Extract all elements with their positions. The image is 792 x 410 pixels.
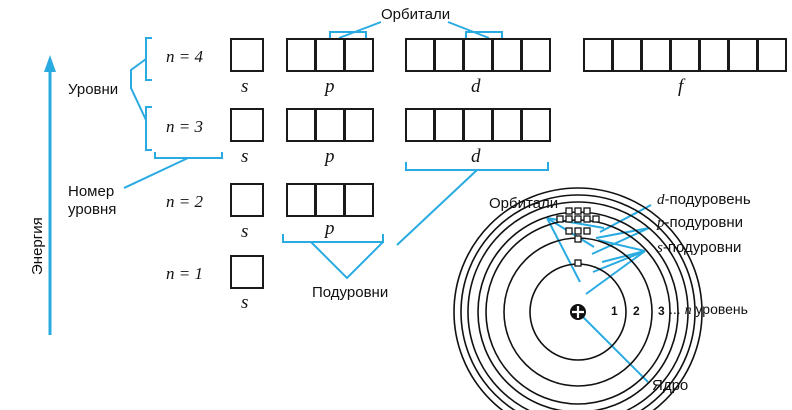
level-label-n4: n = 4 [166,47,203,66]
orbital-box [463,108,493,142]
orbital-box [315,108,345,142]
n-level-label: ... n уровень [669,302,748,318]
orbital-box [463,38,493,72]
sublevel-letter-f: f [678,76,684,97]
sublevel-letter-p: p [325,218,335,239]
p-sublevels-word: -подуровни [664,214,744,231]
shell-nb [460,194,696,410]
d-sublevel-label: d-подуровень [657,192,751,208]
p-sublevels-label: p-подуровни [657,215,743,231]
n-level-word: уровень [695,301,748,317]
sublevel-letter-s: s [241,221,249,242]
orbital-box [344,108,374,142]
orbital-box [286,108,316,142]
level-label-n3: n = 3 [166,117,203,136]
sublevels-bracket-p [282,234,384,280]
s-sublevels-label: s-подуровни [657,240,741,256]
orbital-box [492,108,522,142]
d-sublevel-leader [599,204,652,233]
sublevel-letter-p: p [325,146,335,167]
orbital-box [583,38,613,72]
sublevel-letter-p: p [325,76,335,97]
orbital-box [521,108,551,142]
orbital-box [344,183,374,217]
orbital-box [230,108,264,142]
sublevels-label: Подуровни [312,284,389,301]
shell-nc [453,187,703,410]
d-sublevel-word: -подуровень [664,191,751,208]
level-number-label-line1: Номер [68,183,115,200]
orbital-squares [556,207,600,267]
orbital-box [230,255,264,289]
orbital-box [521,38,551,72]
level-label-n1: n = 1 [166,264,203,283]
nucleus [570,304,586,320]
orbital-box [434,108,464,142]
level-label-n2: n = 2 [166,192,203,211]
orbital-box [728,38,758,72]
sublevel-letter-d: d [471,146,481,167]
orbital-box [670,38,700,72]
energy-axis-label: Энергия [29,217,46,275]
levels-bracket [130,37,152,151]
orbital-box [286,38,316,72]
orbital-box [405,108,435,142]
orbital-box [641,38,671,72]
orbital-box [230,183,264,217]
orbital-box [405,38,435,72]
sublevel-letter-s: s [241,292,249,313]
orbital-box [230,38,264,72]
shell-number-3: 3 [658,304,665,318]
orbitals-atom-label: Орбитали [489,195,559,212]
nucleus-label: Ядро [652,377,689,394]
levels-callout-label: Уровни [68,81,119,98]
level-number-label-line2: уровня [68,201,117,218]
n-italic: n [684,303,692,318]
nucleus-leader [577,311,649,383]
shell-number-2: 2 [633,304,640,318]
orbital-box [286,183,316,217]
ellipsis-text: ... [669,301,681,317]
shell-number-1: 1 [611,304,618,318]
orbital-box [492,38,522,72]
orbital-box [434,38,464,72]
orbital-box [315,183,345,217]
sublevel-letter-s: s [241,146,249,167]
orbitals-top-label: Орбитали [381,6,451,23]
s-sublevels-word: -подуровни [662,239,742,256]
level-number-bracket [123,152,223,189]
s-sublevels-leaders [585,239,646,295]
p-sublevel-letter: p [657,215,665,231]
shell-na [467,201,689,410]
orbital-box [344,38,374,72]
energy-axis-arrow [44,55,56,335]
s-sublevel-letter: s [657,240,663,256]
orbitals-top-leaders [329,21,503,39]
orbital-box [757,38,787,72]
orbital-box [315,38,345,72]
d-sublevel-letter: d [657,192,665,208]
sublevel-letter-d: d [471,76,481,97]
orbital-box [699,38,729,72]
orbital-box [612,38,642,72]
sublevel-letter-s: s [241,76,249,97]
orbitals-mid-bracket [396,162,549,246]
